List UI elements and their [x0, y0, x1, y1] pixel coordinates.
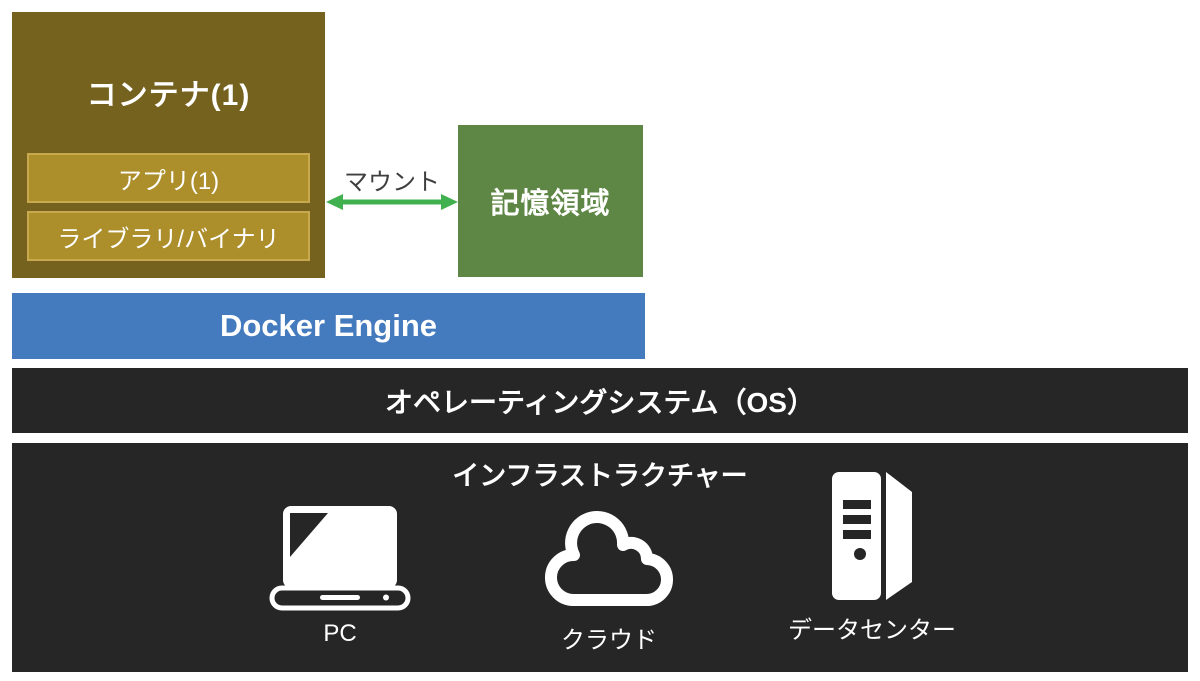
os-bar: オペレーティングシステム（OS） — [12, 368, 1188, 433]
server-icon — [831, 472, 913, 602]
container-box: コンテナ(1) アプリ(1) ライブラリ/バイナリ — [12, 12, 325, 278]
infrastructure-box: インフラストラクチャー PC クラウド — [12, 443, 1188, 672]
mount-label: マウント — [344, 169, 440, 196]
infra-item-label: クラウド — [561, 627, 657, 654]
app-layer: アプリ(1) — [27, 153, 310, 203]
infra-item-cloud: クラウド — [529, 500, 689, 655]
docker-engine-bar: Docker Engine — [12, 293, 645, 359]
infra-item-pc: PC — [260, 500, 420, 648]
laptop-icon — [269, 500, 411, 612]
infrastructure-title: インフラストラクチャー — [452, 461, 748, 491]
storage-box: 記憶領域 — [458, 125, 643, 277]
library-binary-layer: ライブラリ/バイナリ — [27, 211, 310, 261]
infra-item-label: PC — [323, 620, 357, 647]
mount-double-arrow-icon — [326, 194, 458, 210]
cloud-icon — [536, 500, 682, 612]
infra-item-label: データセンター — [788, 617, 956, 644]
container-title: コンテナ(1) — [86, 79, 251, 112]
infra-item-datacenter: データセンター — [788, 472, 956, 645]
